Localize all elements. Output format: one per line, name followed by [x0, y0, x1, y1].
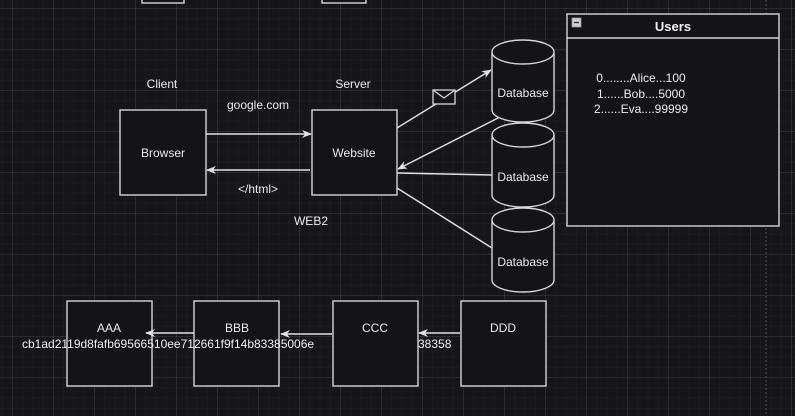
block-aaa[interactable] — [66, 300, 153, 387]
response-label[interactable]: </html> — [238, 182, 278, 196]
block-ccc[interactable] — [332, 300, 419, 387]
db1-to-website-edge[interactable] — [397, 116, 501, 170]
browser-label: Browser — [141, 146, 185, 160]
block-ddd[interactable] — [460, 300, 547, 387]
users-table[interactable]: Users 0........Alice...100 1......Bob...… — [566, 13, 780, 227]
minus-square-icon[interactable] — [571, 17, 582, 28]
website-node[interactable] — [311, 109, 398, 196]
server-label[interactable]: Server — [335, 77, 370, 91]
web2-label[interactable]: WEB2 — [294, 214, 328, 228]
block-label-aaa: AAA — [97, 321, 121, 335]
database-label-2: Database — [497, 170, 549, 184]
request-label[interactable]: google.com — [227, 98, 289, 112]
users-row: 1......Bob....5000 — [597, 87, 685, 101]
database-label-3: Database — [497, 255, 549, 269]
database-node-1[interactable]: Database — [491, 39, 555, 123]
offscreen-shape-2[interactable] — [321, 0, 367, 4]
users-row: 2......Eva....99999 — [594, 102, 688, 116]
database-label-1: Database — [497, 86, 549, 100]
database-node-3[interactable]: Database — [491, 207, 555, 293]
browser-node[interactable] — [119, 109, 207, 196]
db2-to-website-edge[interactable] — [396, 172, 493, 176]
block-label-ccc: CCC — [362, 321, 388, 335]
block-label-ddd: DDD — [490, 321, 516, 335]
users-row: 0........Alice...100 — [596, 71, 686, 85]
hash-text-right[interactable]: 38358 — [418, 337, 452, 351]
users-table-title: Users — [655, 19, 691, 34]
client-label[interactable]: Client — [147, 77, 178, 91]
users-table-frame[interactable] — [566, 13, 780, 227]
database-node-2[interactable]: Database — [491, 122, 555, 208]
block-bbb[interactable] — [193, 300, 280, 387]
hash-text-left[interactable]: cb1ad2119d8fafb69566510ee712661f9f14b833… — [22, 337, 314, 351]
envelope-icon — [432, 89, 456, 105]
offscreen-shape-1[interactable] — [141, 0, 185, 4]
website-to-db3-edge[interactable] — [396, 187, 493, 249]
block-label-bbb: BBB — [225, 321, 249, 335]
website-label: Website — [332, 146, 375, 160]
